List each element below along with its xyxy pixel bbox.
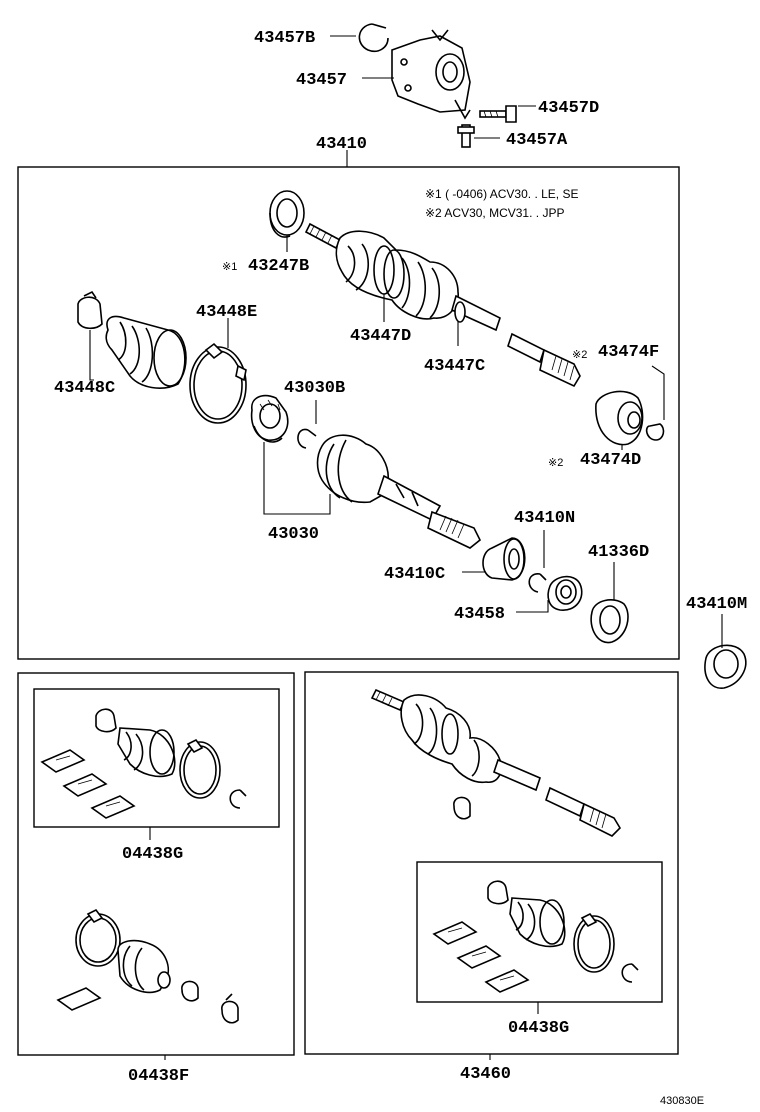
mark-43474F: ※2 [572,349,587,361]
right-kit-clamp-band[interactable] [573,912,615,973]
boot-clamp-43447C[interactable] [454,301,466,323]
label-43474D: 43474D [580,451,641,470]
right-kit-grease-packs[interactable] [432,921,530,993]
leader-43448C [89,330,94,381]
mark-43247B: ※1 [222,261,237,273]
right-kit-clamp-small[interactable] [487,880,509,905]
boot-clamp-band-43448E[interactable] [189,342,247,424]
boot-clamp-43448C[interactable] [77,290,103,330]
kit-f-clamp-2[interactable] [221,993,239,1024]
mark-43474D: ※2 [548,457,563,469]
label-43457: 43457 [296,71,347,90]
damper-43474D[interactable] [595,390,644,446]
label-43474F: 43474F [598,343,659,362]
leader-43458 [516,600,549,613]
bracket-snap-ring-43457B[interactable] [358,23,389,53]
snap-ring-43030B[interactable] [297,428,317,449]
drive-shaft-assembly-43460[interactable] [370,688,622,837]
label-04438G-right: 04438G [508,1019,569,1038]
left-kits-box [17,672,295,1056]
kit-grease-packs[interactable] [40,749,136,819]
right-assembly-box [304,671,679,1055]
leader-43474F [651,365,665,420]
kit-boot-clamp-small[interactable] [95,708,117,733]
oil-seal-43410M[interactable] [704,644,747,689]
oil-seal-41336D[interactable] [590,599,629,644]
label-04438G-left: 04438G [122,845,183,864]
label-43448E: 43448E [196,303,257,322]
label-43410M: 43410M [686,595,747,614]
bearing-bracket-43457[interactable] [391,29,471,120]
kit-snap-ring[interactable] [229,789,247,809]
label-43030B: 43030B [284,379,345,398]
kit-f-grease-pack[interactable] [56,987,102,1011]
label-04438F: 04438F [128,1067,189,1086]
note-1: ※1 ( -0406) ACV30. . LE, SE [425,187,578,201]
inner-joint-shaft-assembly[interactable] [316,434,482,549]
label-43447C: 43447C [424,357,485,376]
label-43410N: 43410N [514,509,575,528]
bearing-43410C[interactable] [482,537,526,581]
label-43447D: 43447D [350,327,411,346]
right-kit-snap-ring[interactable] [621,963,639,983]
bearing-43458[interactable] [547,575,583,611]
kit-boot[interactable] [117,727,176,778]
label-43410C: 43410C [384,565,445,584]
bolt-43457D[interactable] [479,105,517,123]
clamp-43474F[interactable] [645,423,665,441]
label-43457A: 43457A [506,131,568,150]
label-43410: 43410 [316,135,367,154]
diagram-id: 430830E [660,1095,704,1107]
main-assembly-box [17,166,680,660]
label-43458: 43458 [454,605,505,624]
outer-race-43030[interactable] [250,394,289,443]
dust-seal-43247B[interactable] [269,190,305,238]
left-kit-inner-box [33,688,280,828]
kit-f-boot[interactable] [117,939,171,994]
snap-ring-43410N[interactable] [528,573,547,593]
note-2: ※2 ACV30, MCV31. . JPP [425,206,564,220]
label-43448C: 43448C [54,379,115,398]
kit-clamp-band[interactable] [179,738,221,799]
right-kit-boot[interactable] [509,897,566,948]
stud-43457A[interactable] [457,124,475,148]
right-kit-inner-box [416,861,663,1003]
leader-43030-bracket [263,442,331,515]
label-43457D: 43457D [538,99,599,118]
kit-f-clamp-1[interactable] [181,980,199,1002]
outer-boot-43448[interactable] [105,315,187,389]
label-43460: 43460 [460,1065,511,1084]
assembly-clamp[interactable] [453,796,471,820]
kit-f-clamp-band[interactable] [75,908,121,967]
label-43030: 43030 [268,525,319,544]
label-41336D: 41336D [588,543,649,562]
label-43247B: 43247B [248,257,309,276]
label-43457B: 43457B [254,29,315,48]
